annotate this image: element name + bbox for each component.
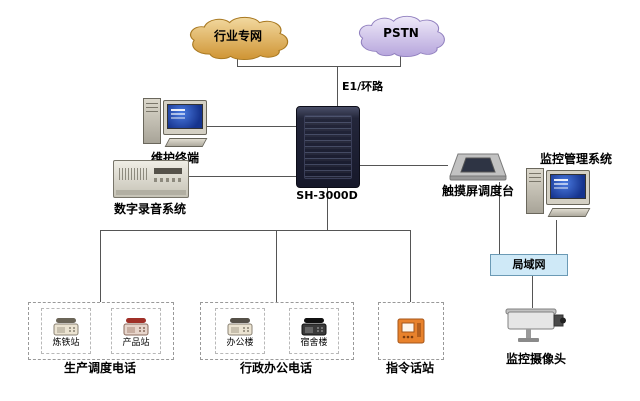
iron-station-label: 炼铁站 [52, 337, 80, 348]
pc-tower-icon [143, 98, 161, 144]
product-station-item: 产品站 [111, 308, 161, 354]
recorder-buttons [154, 178, 182, 182]
dorm-building-label: 宿舍楼 [300, 337, 328, 348]
console-icon [449, 153, 507, 181]
recorder-vents [119, 168, 147, 180]
connector-line [205, 126, 296, 127]
pc-keyboard-icon [164, 138, 208, 147]
product-station-label: 产品站 [122, 337, 150, 348]
connector-line [556, 220, 557, 254]
connector-line [187, 176, 296, 177]
dorm-building-item: 宿舍楼 [289, 308, 339, 354]
cloud-shape-icon [359, 15, 445, 58]
pc-keyboard-icon [547, 208, 591, 217]
pc-monitor-icon [546, 170, 590, 205]
phone-icon [123, 317, 149, 335]
connector-line [499, 182, 500, 254]
pc-monitor-icon [163, 100, 207, 135]
recording-system-label: 数字录音系统 [113, 202, 186, 216]
connector-line [100, 230, 101, 302]
production-phones-label: 生产调度电话 [63, 361, 136, 375]
touch-console-label: 触摸屏调度台 [441, 184, 514, 198]
lan-box: 局域网 [490, 254, 568, 276]
pc-screen [167, 104, 203, 129]
phone-icon [301, 317, 327, 335]
command-station-label: 指令话站 [385, 361, 434, 375]
connector-line [358, 165, 448, 166]
admin-phones-label: 行政办公电话 [239, 361, 312, 375]
connector-line [532, 274, 533, 308]
connector-line [327, 186, 328, 230]
e1-loop-label: E1/环路 [342, 80, 384, 93]
camera-icon [505, 308, 566, 342]
office-building-item: 办公楼 [215, 308, 265, 354]
cabinet-panel [304, 115, 352, 179]
maintenance-computer-icon [143, 96, 208, 150]
industry-network-label: 行业专网 [213, 29, 262, 43]
switch-label: SH-3000D [296, 189, 358, 202]
office-building-label: 办公楼 [226, 337, 254, 348]
command-device-icon [397, 318, 425, 344]
connector-line [237, 66, 401, 67]
connector-line [276, 230, 277, 302]
camera-label: 监控摄像头 [505, 352, 566, 366]
monitor-computer-icon [526, 166, 591, 220]
iron-station-item: 炼铁站 [41, 308, 91, 354]
pc-tower-icon [526, 168, 544, 214]
recorder-slot [154, 168, 182, 174]
production-phones-group: 炼铁站 产品站 [28, 302, 174, 360]
phone-icon [53, 317, 79, 335]
industry-network-cloud: 行业专网 [182, 16, 294, 61]
connector-line [237, 56, 238, 67]
connector-line [100, 230, 410, 231]
cloud-shape-icon [190, 16, 289, 61]
monitor-system-label: 监控管理系统 [539, 152, 612, 166]
recorder-icon [113, 160, 189, 198]
pc-screen [550, 174, 586, 199]
connector-line [400, 55, 401, 67]
pstn-label: PSTN [383, 26, 419, 40]
recorder-base [116, 190, 186, 195]
phone-icon [227, 317, 253, 335]
admin-phones-group: 办公楼 宿舍楼 [200, 302, 354, 360]
switch-cabinet-icon [296, 106, 360, 188]
pstn-cloud: PSTN [352, 15, 450, 58]
command-station-group [378, 302, 444, 360]
command-device-wrap [379, 303, 443, 359]
connector-line [410, 230, 411, 302]
connector-line [337, 66, 338, 106]
